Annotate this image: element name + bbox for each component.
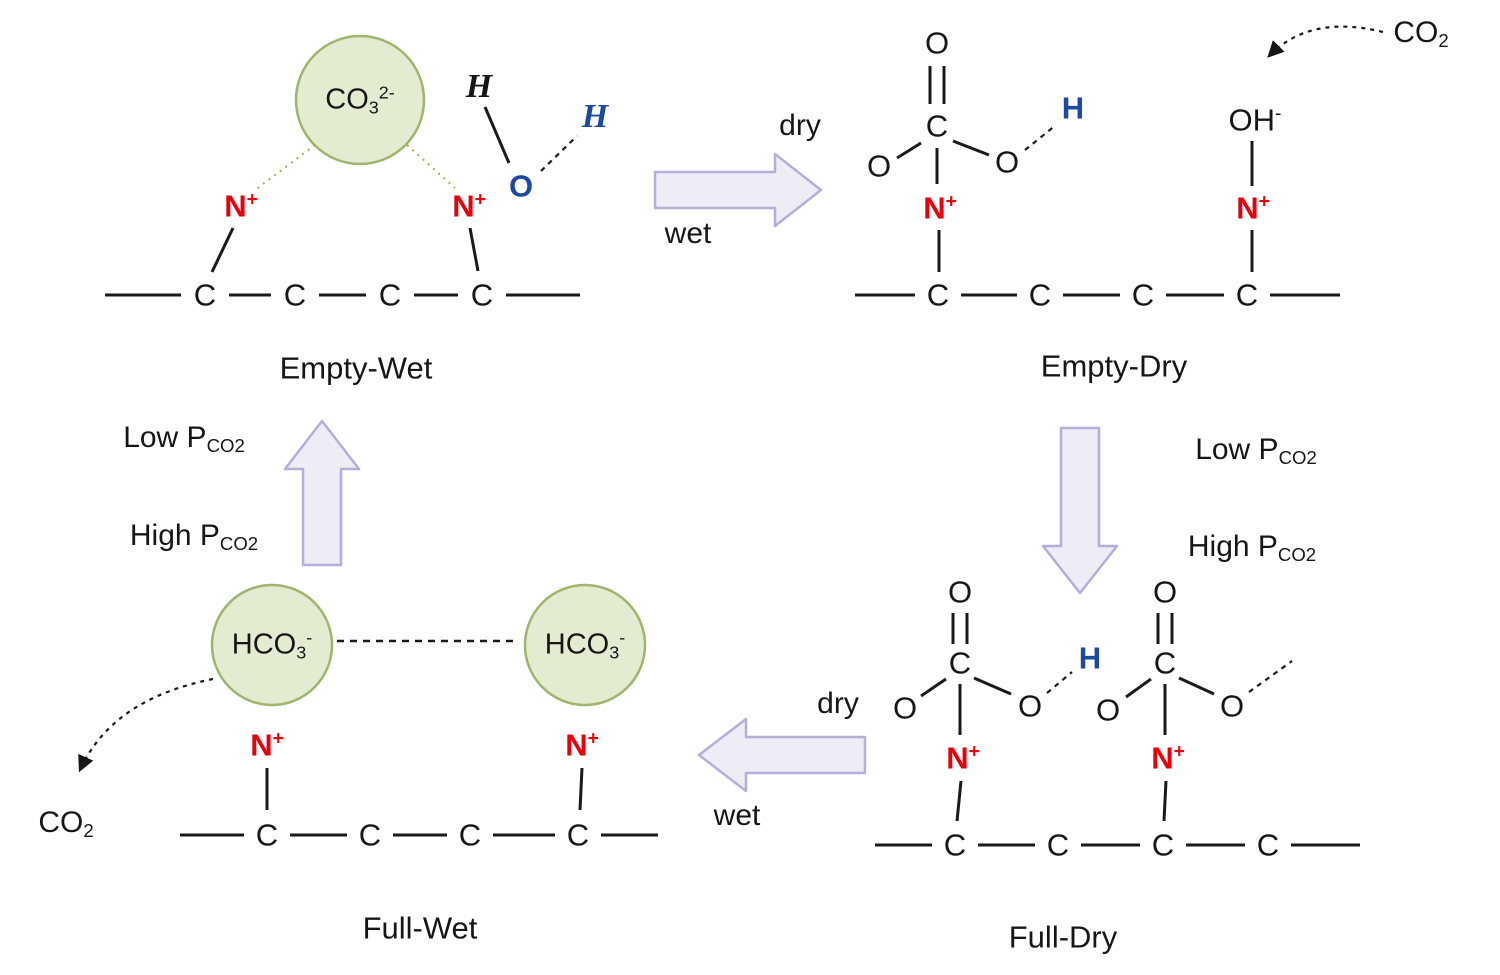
water-hbond-dashed bbox=[540, 135, 578, 172]
arrow-down-pco2 bbox=[1041, 426, 1119, 595]
carbonate-o-left: O bbox=[1095, 692, 1121, 728]
state-label-full-wet: Full-Wet bbox=[362, 910, 478, 946]
carbonate-o-right: O bbox=[994, 144, 1020, 180]
bicarbonate-ion-formula: HCO3- bbox=[231, 627, 313, 663]
empty-dry-structure bbox=[855, 25, 1384, 297]
water-oh-bond bbox=[483, 106, 511, 164]
backbone-c: C bbox=[1131, 277, 1155, 313]
carbonate-o-top: O bbox=[924, 25, 950, 61]
o-h-dashed bbox=[1046, 671, 1073, 694]
empty-wet-structure bbox=[105, 34, 580, 297]
carbonate-c: C bbox=[925, 108, 949, 144]
state-label-empty-wet: Empty-Wet bbox=[279, 350, 433, 386]
right-arrow-low-pco2-label: Low PCO2 bbox=[1195, 433, 1317, 469]
bottom-arrow-dry-label: dry bbox=[817, 687, 859, 720]
water-o-label: O bbox=[508, 168, 534, 204]
carbonate-o-top: O bbox=[947, 574, 973, 610]
ion-n-dotted-link bbox=[254, 144, 316, 191]
backbone-c: C bbox=[566, 817, 590, 853]
backbone-c: C bbox=[255, 817, 279, 853]
ammonium-n-label: N+ bbox=[1151, 740, 1185, 776]
full-dry-structure bbox=[875, 613, 1360, 847]
backbone-c: C bbox=[1046, 827, 1070, 863]
n-c-bond bbox=[210, 227, 235, 273]
ammonium-n-label: N+ bbox=[452, 188, 486, 224]
ammonium-n-label: N+ bbox=[946, 740, 980, 776]
carbonate-h: H bbox=[1061, 90, 1085, 126]
carbonate-o-right: O bbox=[1219, 688, 1245, 724]
carbonate-o-left: O bbox=[892, 690, 918, 726]
right-arrow-high-pco2-label: High PCO2 bbox=[1187, 530, 1317, 566]
backbone-c: C bbox=[358, 817, 382, 853]
n-c-bond bbox=[955, 780, 963, 822]
backbone-c: C bbox=[470, 277, 494, 313]
transition-arrows bbox=[283, 152, 1119, 793]
backbone-c: C bbox=[926, 277, 950, 313]
c-o-bond bbox=[1178, 676, 1215, 696]
carbonate-c: C bbox=[1153, 645, 1177, 681]
ammonium-n-label: N+ bbox=[923, 190, 957, 226]
ammonium-n-label: N+ bbox=[1236, 190, 1270, 226]
bottom-arrow-wet-label: wet bbox=[713, 799, 761, 832]
ammonium-n-label: N+ bbox=[250, 727, 284, 763]
carbonate-o-right: O bbox=[1017, 688, 1043, 724]
arrow-up-pco2 bbox=[283, 419, 361, 567]
hydroxide-label: OH- bbox=[1228, 102, 1282, 138]
backbone-c: C bbox=[1151, 827, 1175, 863]
carbonate-ion-formula: CO32- bbox=[325, 82, 395, 118]
carbonate-o-left: O bbox=[866, 148, 892, 184]
c-o-bond bbox=[973, 676, 1012, 696]
c-o-bond bbox=[952, 139, 990, 157]
ammonium-n-label: N+ bbox=[565, 727, 599, 763]
backbone-c: C bbox=[1235, 277, 1259, 313]
full-wet-structure bbox=[78, 583, 658, 837]
carbonate-ion-circle bbox=[294, 34, 426, 166]
top-arrow-dry-label: dry bbox=[779, 109, 821, 142]
o-h-dashed bbox=[1024, 124, 1057, 151]
n-c-bond bbox=[578, 767, 584, 811]
c-o-bond bbox=[896, 141, 922, 160]
backbone-c: C bbox=[378, 277, 402, 313]
arrow-right-dry-wet bbox=[653, 152, 823, 228]
top-arrow-wet-label: wet bbox=[664, 217, 712, 250]
backbone-c: C bbox=[1256, 827, 1280, 863]
ion-n-dotted-link bbox=[406, 144, 456, 189]
carbonate-h: H bbox=[1078, 640, 1102, 676]
n-c-bond bbox=[468, 227, 480, 272]
arrow-left-dry-wet bbox=[697, 717, 867, 793]
carbonate-c: C bbox=[948, 645, 972, 681]
c-o-bond bbox=[920, 677, 947, 698]
co2-in-label: CO2 bbox=[1393, 16, 1449, 52]
state-label-empty-dry: Empty-Dry bbox=[1040, 348, 1188, 384]
co2-out-dashed-arrow bbox=[78, 677, 214, 773]
ammonium-n-label: N+ bbox=[224, 188, 258, 224]
bicarbonate-ion-circle bbox=[210, 583, 334, 707]
backbone-c: C bbox=[283, 277, 307, 313]
water-h-side-label: H bbox=[581, 98, 609, 135]
c-o-bond bbox=[1125, 677, 1152, 699]
backbone-c: C bbox=[193, 277, 217, 313]
co2-out-label: CO2 bbox=[38, 806, 94, 842]
water-h-top-label: H bbox=[465, 68, 493, 105]
bicarbonate-ion-circle bbox=[523, 583, 647, 707]
n-c-bond bbox=[1162, 780, 1168, 822]
backbone-c: C bbox=[943, 827, 967, 863]
carbonate-o-top: O bbox=[1152, 574, 1178, 610]
co2-in-dashed-arrow bbox=[1267, 25, 1384, 58]
backbone-c: C bbox=[458, 817, 482, 853]
left-arrow-high-pco2-label: High PCO2 bbox=[129, 519, 259, 555]
state-label-full-dry: Full-Dry bbox=[1008, 919, 1118, 955]
backbone-c: C bbox=[1028, 277, 1052, 313]
bicarbonate-ion-formula: HCO3- bbox=[544, 627, 626, 663]
left-arrow-low-pco2-label: Low PCO2 bbox=[123, 421, 245, 457]
o-dashed-tail bbox=[1248, 660, 1293, 693]
